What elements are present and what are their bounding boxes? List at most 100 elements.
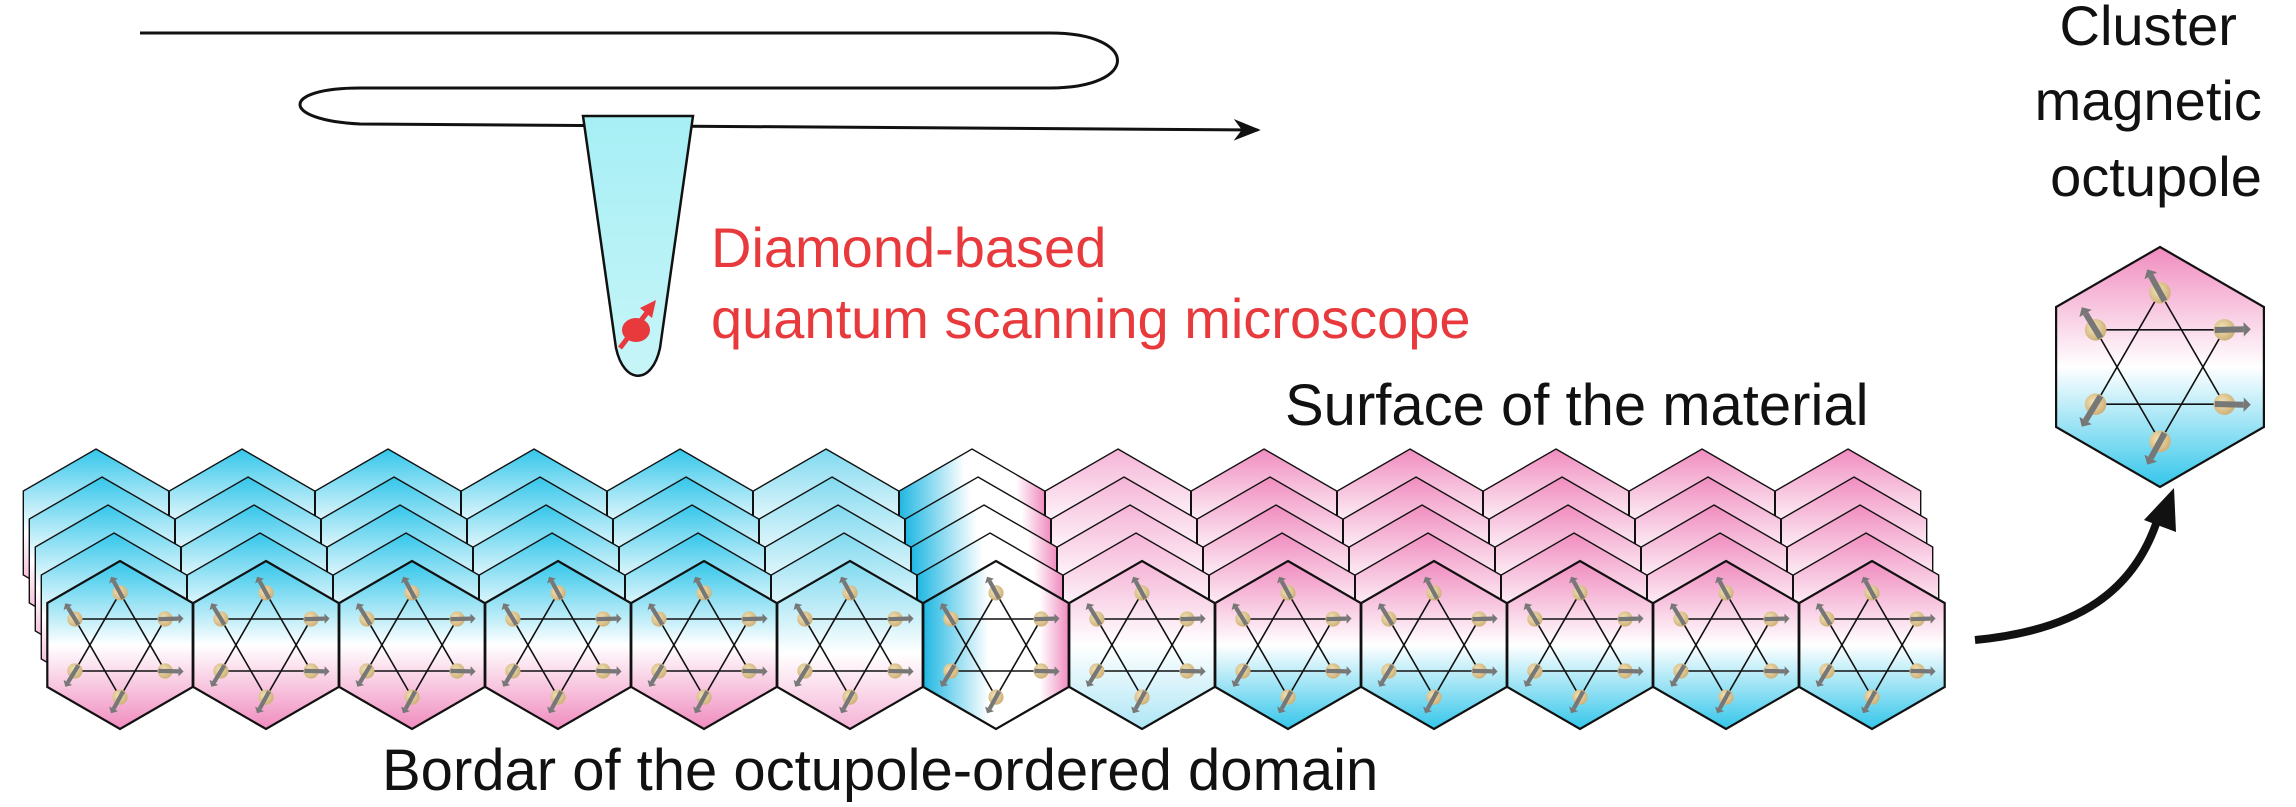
spin-arrow-icon xyxy=(547,576,566,601)
spin-arrow-icon xyxy=(2213,319,2251,341)
spin-arrow-icon xyxy=(501,603,521,627)
hexagram-icon xyxy=(1533,591,1627,699)
spin-arrow-icon xyxy=(1085,603,1105,627)
spin-arrow-icon xyxy=(1179,663,1206,679)
spin-arrow-icon xyxy=(1471,611,1498,627)
lattice-hexagon xyxy=(776,559,924,731)
zoom-arrow xyxy=(1974,488,2176,644)
spin-arrow-icon xyxy=(109,689,128,714)
spin-arrow-icon xyxy=(939,603,959,627)
border-label: Bordar of the octupole-ordered domain xyxy=(382,738,1378,803)
scan-path xyxy=(140,31,1261,141)
spin-arrow-icon xyxy=(209,603,229,627)
probe-label-line-2: quantum scanning microscope xyxy=(711,287,1471,350)
spin-arrow-icon xyxy=(1763,663,1790,679)
surface-label: Surface of the material xyxy=(1285,373,1869,438)
spin-arrow-icon xyxy=(985,576,1004,601)
spin-arrow-icon xyxy=(63,603,83,627)
spin-arrow-icon xyxy=(2079,393,2107,427)
spin-arrow-icon xyxy=(2144,269,2171,304)
spin-arrow-icon xyxy=(1377,603,1397,627)
spin-arrow-icon xyxy=(1377,663,1397,687)
probe-label: Diamond-based quantum scanning microscop… xyxy=(711,216,1471,350)
spin-arrow-icon xyxy=(355,603,375,627)
spin-arrow-icon xyxy=(1231,603,1251,627)
hexagram-icon xyxy=(219,591,313,699)
spin-arrow-icon xyxy=(501,663,521,687)
lattice-hexagon xyxy=(630,559,778,731)
spin-arrow-icon xyxy=(2079,307,2107,341)
spin-arrow-icon xyxy=(547,689,566,714)
spin-arrow-icon xyxy=(1569,576,1588,601)
hexagram-icon xyxy=(657,591,751,699)
lattice-hexagon xyxy=(922,559,1070,731)
lattice-hexagon xyxy=(338,559,486,731)
inset-label: Cluster magnetic octupole xyxy=(2035,0,2278,208)
spin-arrow-icon xyxy=(355,663,375,687)
hexagram-icon xyxy=(949,591,1043,699)
cluster-octupole-hexagon xyxy=(2055,245,2265,489)
spin-arrow-icon xyxy=(1617,611,1644,627)
spin-arrow-icon xyxy=(157,663,184,679)
lattice-hexagon xyxy=(1506,559,1654,731)
spin-arrow-icon xyxy=(595,611,622,627)
spin-arrow-icon xyxy=(303,611,330,627)
spin-arrow-icon xyxy=(1715,689,1734,714)
lattice-hexagon xyxy=(46,559,194,731)
probe-label-line-1: Diamond-based xyxy=(711,216,1106,279)
hexagram-icon xyxy=(1387,591,1481,699)
spin-arrow-icon xyxy=(1085,663,1105,687)
spin-arrow-icon xyxy=(1523,603,1543,627)
hexagon-lattice xyxy=(22,448,1946,731)
spin-arrow-icon xyxy=(1763,611,1790,627)
spin-arrow-icon xyxy=(209,663,229,687)
spin-arrow-icon xyxy=(939,663,959,687)
nv-spin-icon xyxy=(618,300,656,350)
spin-arrow-icon xyxy=(887,611,914,627)
hexagram-icon xyxy=(1095,591,1189,699)
spin-arrow-icon xyxy=(887,663,914,679)
spin-arrow-icon xyxy=(1861,576,1880,601)
spin-arrow-icon xyxy=(1861,689,1880,714)
lattice-hexagon xyxy=(1068,559,1216,731)
spin-arrow-icon xyxy=(1569,689,1588,714)
spin-arrow-icon xyxy=(1231,663,1251,687)
lattice-hexagon xyxy=(1214,559,1362,731)
spin-arrow-icon xyxy=(1033,611,1060,627)
lattice-hexagon xyxy=(1360,559,1508,731)
spin-arrow-icon xyxy=(449,611,476,627)
hexagram-icon xyxy=(73,591,167,699)
hexagram-icon xyxy=(1825,591,1919,699)
spin-arrow-icon xyxy=(109,576,128,601)
spin-arrow-icon xyxy=(647,663,667,687)
spin-arrow-icon xyxy=(647,603,667,627)
spin-arrow-icon xyxy=(1179,611,1206,627)
spin-arrow-icon xyxy=(1909,663,1936,679)
spin-arrow-icon xyxy=(1669,603,1689,627)
hexagram-icon xyxy=(2094,290,2226,444)
hexagram-icon xyxy=(1679,591,1773,699)
spin-arrow-icon xyxy=(1815,603,1835,627)
inset-label-line-2: magnetic xyxy=(2035,69,2262,132)
spin-arrow-icon xyxy=(2144,430,2171,465)
spin-arrow-icon xyxy=(255,689,274,714)
spin-arrow-icon xyxy=(1131,576,1150,601)
spin-arrow-icon xyxy=(839,689,858,714)
inset-label-line-1: Cluster xyxy=(2060,0,2237,57)
spin-arrow-icon xyxy=(1033,663,1060,679)
spin-arrow-icon xyxy=(839,576,858,601)
hexagram-icon xyxy=(511,591,605,699)
hexagram-icon xyxy=(365,591,459,699)
spin-arrow-icon xyxy=(449,663,476,679)
spin-arrow-icon xyxy=(1325,663,1352,679)
spin-arrow-icon xyxy=(1669,663,1689,687)
hexagram-icon xyxy=(1241,591,1335,699)
spin-arrow-icon xyxy=(1325,611,1352,627)
inset-label-line-3: octupole xyxy=(2050,145,2262,208)
spin-arrow-icon xyxy=(1423,689,1442,714)
spin-arrow-icon xyxy=(1277,689,1296,714)
spin-arrow-icon xyxy=(255,576,274,601)
microscope-probe-tip xyxy=(581,114,695,377)
lattice-hexagon xyxy=(484,559,632,731)
spin-arrow-icon xyxy=(1277,576,1296,601)
